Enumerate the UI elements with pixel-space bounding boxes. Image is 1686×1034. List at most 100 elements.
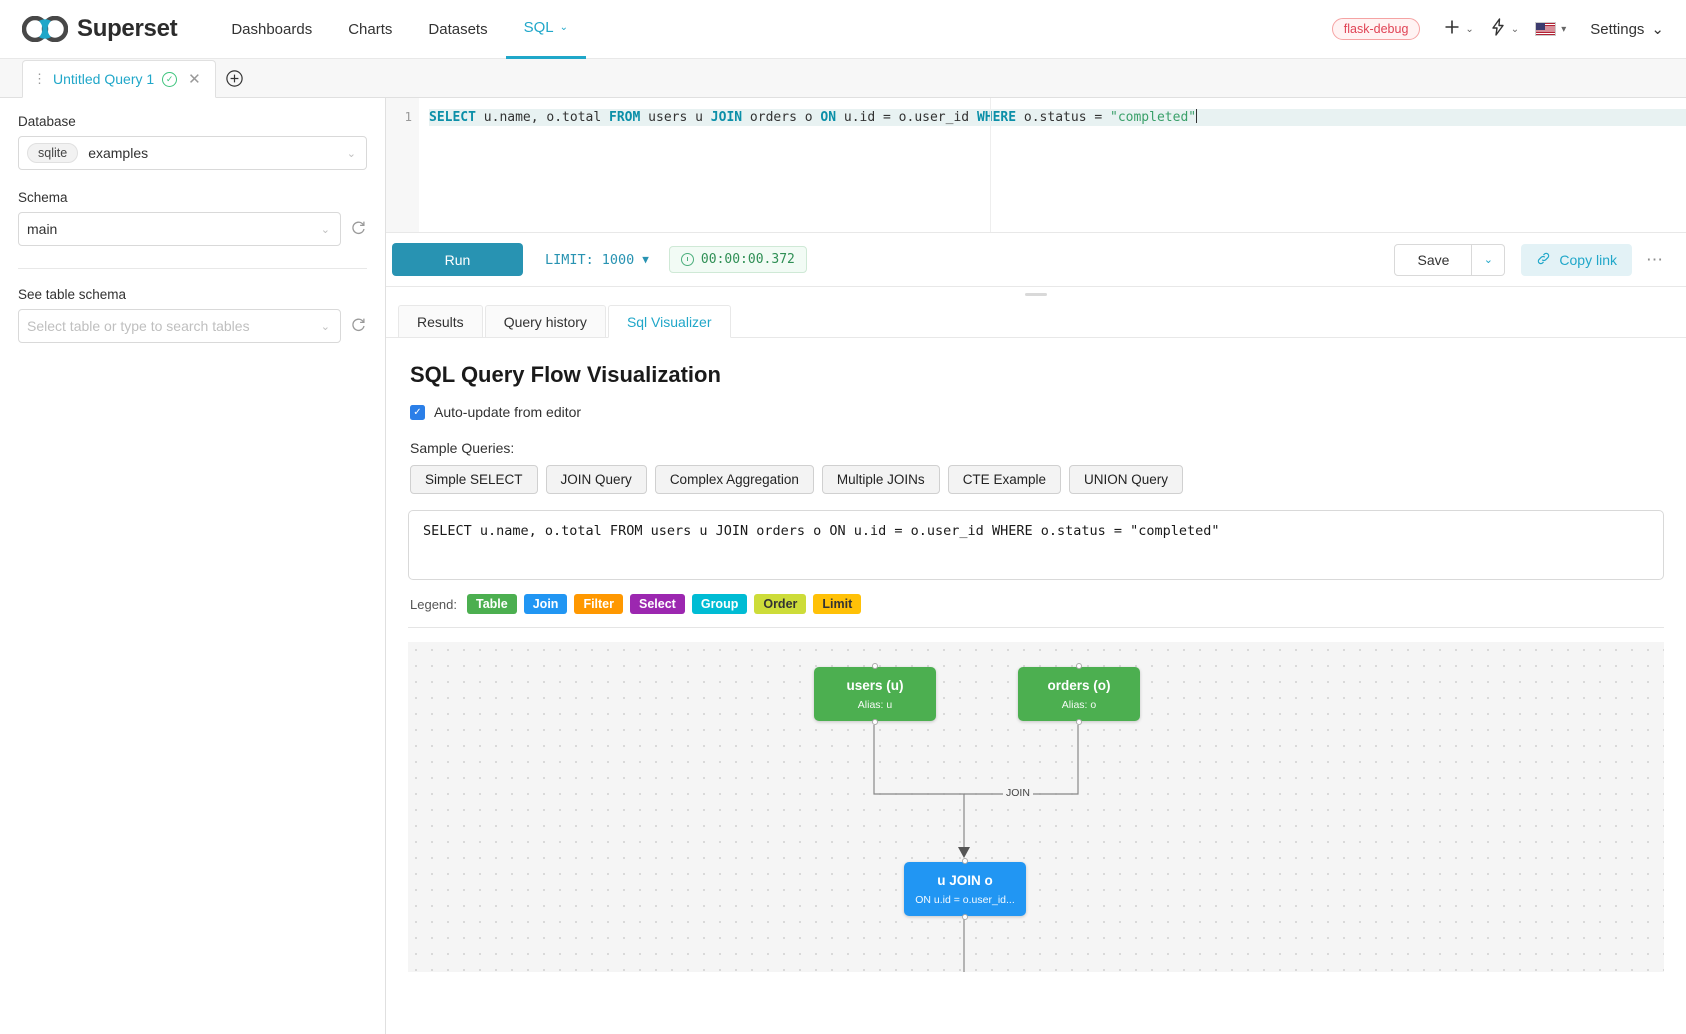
caret-down-icon: ▼ bbox=[642, 253, 649, 266]
drag-handle-icon[interactable]: ⋮ bbox=[33, 71, 46, 86]
workspace: Database sqlite examples ⌄ Schema main ⌄… bbox=[0, 98, 1686, 1034]
nav-link-datasets-label: Datasets bbox=[428, 20, 488, 38]
sample-button-cte-example[interactable]: CTE Example bbox=[947, 465, 1061, 494]
sample-button-simple-select[interactable]: Simple SELECT bbox=[410, 465, 538, 494]
editor-code-area[interactable]: SELECT u.name, o.total FROM users u JOIN… bbox=[419, 98, 1686, 232]
auto-update-checkbox[interactable]: ✓ bbox=[410, 404, 425, 420]
sample-button-union-query[interactable]: UNION Query bbox=[1068, 465, 1183, 494]
save-dropdown-toggle[interactable]: ⌄ bbox=[1472, 243, 1506, 276]
clock-icon bbox=[680, 253, 694, 266]
schema-select[interactable]: main ⌄ bbox=[18, 212, 341, 246]
brand-logo-link[interactable]: Superset bbox=[21, 15, 178, 43]
legend-chip-select: Select bbox=[630, 594, 685, 614]
sql-text: u.id = o.user_id bbox=[836, 110, 977, 125]
auto-update-label: Auto-update from editor bbox=[434, 404, 582, 420]
flow-node-users-title: users (u) bbox=[846, 678, 904, 694]
query-tab-title[interactable]: Untitled Query 1 bbox=[53, 71, 155, 87]
link-icon bbox=[1536, 251, 1551, 269]
ellipsis-icon[interactable]: ⋯ bbox=[1646, 249, 1664, 269]
sample-button-multiple-joins[interactable]: Multiple JOINs bbox=[821, 465, 940, 494]
result-tab-bar: Results Query history Sql Visualizer bbox=[386, 301, 1686, 338]
add-query-tab-button[interactable] bbox=[216, 59, 254, 97]
chevron-down-icon: ⌄ bbox=[1510, 23, 1520, 35]
panel-resize-handle[interactable] bbox=[1025, 292, 1047, 296]
legend-chip-join: Join bbox=[523, 594, 568, 614]
chevron-down-icon: ⌄ bbox=[1465, 23, 1474, 35]
chevron-down-icon: ⌄ bbox=[559, 22, 568, 33]
table-schema-row: Select table or type to search tables ⌄ bbox=[18, 309, 367, 343]
flow-node-orders-title: orders (o) bbox=[1047, 678, 1111, 694]
copy-link-label: Copy link bbox=[1559, 251, 1617, 268]
new-menu-button[interactable]: ⌄ bbox=[1438, 15, 1479, 44]
right-editor-panel: 1 SELECT u.name, o.total FROM users u JO… bbox=[386, 98, 1686, 1034]
nav-link-dashboards[interactable]: Dashboards bbox=[213, 0, 330, 59]
query-timer-value: 00:00:00.372 bbox=[700, 252, 795, 267]
flow-node-join-subtitle: ON u.id = o.user_id... bbox=[915, 893, 1015, 906]
nav-link-sql[interactable]: SQL ⌄ bbox=[505, 0, 586, 59]
toolbar-right-actions: Save ⌄ Copy link ⋯ bbox=[1394, 243, 1664, 276]
settings-menu-button[interactable]: Settings ⌄ bbox=[1576, 20, 1668, 39]
sql-text: users u bbox=[640, 110, 711, 125]
legend-chip-order: Order bbox=[754, 594, 807, 614]
schema-label: Schema bbox=[18, 190, 68, 205]
primary-nav: Dashboards Charts Datasets SQL ⌄ bbox=[213, 0, 586, 59]
run-button[interactable]: Run bbox=[392, 243, 523, 276]
sql-keyword: ON bbox=[820, 110, 837, 125]
query-flow-canvas[interactable]: users (u) Alias: u orders (o) Alias: o J… bbox=[408, 642, 1664, 972]
legend-label: Legend: bbox=[410, 596, 457, 612]
tab-query-history[interactable]: Query history bbox=[484, 305, 606, 338]
copy-link-button[interactable]: Copy link bbox=[1521, 243, 1632, 276]
language-menu-button[interactable]: ▾ bbox=[1529, 18, 1572, 40]
database-select-value: examples bbox=[88, 145, 149, 161]
editor-line-number: 1 bbox=[404, 109, 412, 124]
flow-edge-label-join: JOIN bbox=[1003, 787, 1033, 799]
refresh-tables-icon[interactable] bbox=[350, 316, 367, 337]
plus-icon bbox=[1444, 19, 1460, 40]
nav-link-charts-label: Charts bbox=[348, 20, 393, 38]
tab-sql-visualizer-label: Sql Visualizer bbox=[626, 313, 712, 330]
nav-link-datasets[interactable]: Datasets bbox=[410, 0, 505, 59]
limit-label: LIMIT: bbox=[545, 251, 594, 268]
sql-visualizer-panel: SQL Query Flow Visualization ✓ Auto-upda… bbox=[386, 338, 1686, 1034]
table-select[interactable]: Select table or type to search tables ⌄ bbox=[18, 309, 341, 343]
sql-text: orders o bbox=[742, 110, 821, 125]
top-navbar: Superset Dashboards Charts Datasets SQL … bbox=[0, 0, 1686, 59]
flow-node-orders[interactable]: orders (o) Alias: o bbox=[1018, 663, 1140, 725]
sql-input-textarea[interactable] bbox=[408, 510, 1664, 580]
bolt-icon bbox=[1490, 17, 1506, 41]
database-select[interactable]: sqlite examples ⌄ bbox=[18, 136, 367, 170]
check-circle-icon: ✓ bbox=[162, 71, 178, 87]
flow-node-join[interactable]: u JOIN o ON u.id = o.user_id... bbox=[904, 858, 1026, 920]
node-port-top bbox=[1076, 663, 1082, 669]
tab-sql-visualizer[interactable]: Sql Visualizer bbox=[607, 305, 731, 338]
chevron-down-icon: ⌄ bbox=[1483, 254, 1494, 266]
sample-button-complex-aggregation[interactable]: Complex Aggregation bbox=[654, 465, 814, 494]
editor-vertical-rule bbox=[990, 98, 991, 232]
database-engine-pill: sqlite bbox=[27, 143, 79, 163]
editor-gutter: 1 bbox=[386, 98, 419, 232]
sql-code-editor[interactable]: 1 SELECT u.name, o.total FROM users u JO… bbox=[386, 98, 1686, 233]
section-divider bbox=[408, 627, 1664, 628]
superset-logo-icon bbox=[21, 15, 69, 43]
legend-chip-table: Table bbox=[467, 594, 517, 614]
refresh-schema-icon[interactable] bbox=[350, 219, 367, 240]
legend-chip-limit: Limit bbox=[813, 594, 862, 614]
limit-value: 1000 bbox=[601, 251, 635, 268]
tab-results[interactable]: Results bbox=[398, 305, 483, 338]
sample-button-join-query[interactable]: JOIN Query bbox=[545, 465, 647, 494]
query-tab[interactable]: ⋮ Untitled Query 1 ✓ ✕ bbox=[22, 60, 216, 98]
bolt-menu-button[interactable]: ⌄ bbox=[1484, 14, 1525, 45]
save-button[interactable]: Save bbox=[1394, 243, 1473, 276]
editor-toolbar: Run LIMIT: 1000 ▼ 00:00:00.372 Save ⌄ bbox=[386, 233, 1686, 287]
nav-link-charts[interactable]: Charts bbox=[330, 0, 410, 59]
limit-dropdown[interactable]: LIMIT: 1000 ▼ bbox=[545, 252, 649, 268]
caret-down-icon: ▾ bbox=[1561, 23, 1567, 35]
legend: Legend: Table Join Filter Select Group O… bbox=[410, 594, 1664, 614]
node-port-top bbox=[962, 858, 968, 864]
chevron-down-icon: ⌄ bbox=[1651, 21, 1664, 38]
flow-node-users[interactable]: users (u) Alias: u bbox=[814, 663, 936, 725]
tab-query-history-label: Query history bbox=[503, 313, 587, 330]
close-icon[interactable]: ✕ bbox=[188, 71, 201, 88]
left-query-panel: Database sqlite examples ⌄ Schema main ⌄… bbox=[0, 98, 386, 1034]
table-schema-label: See table schema bbox=[18, 287, 127, 302]
